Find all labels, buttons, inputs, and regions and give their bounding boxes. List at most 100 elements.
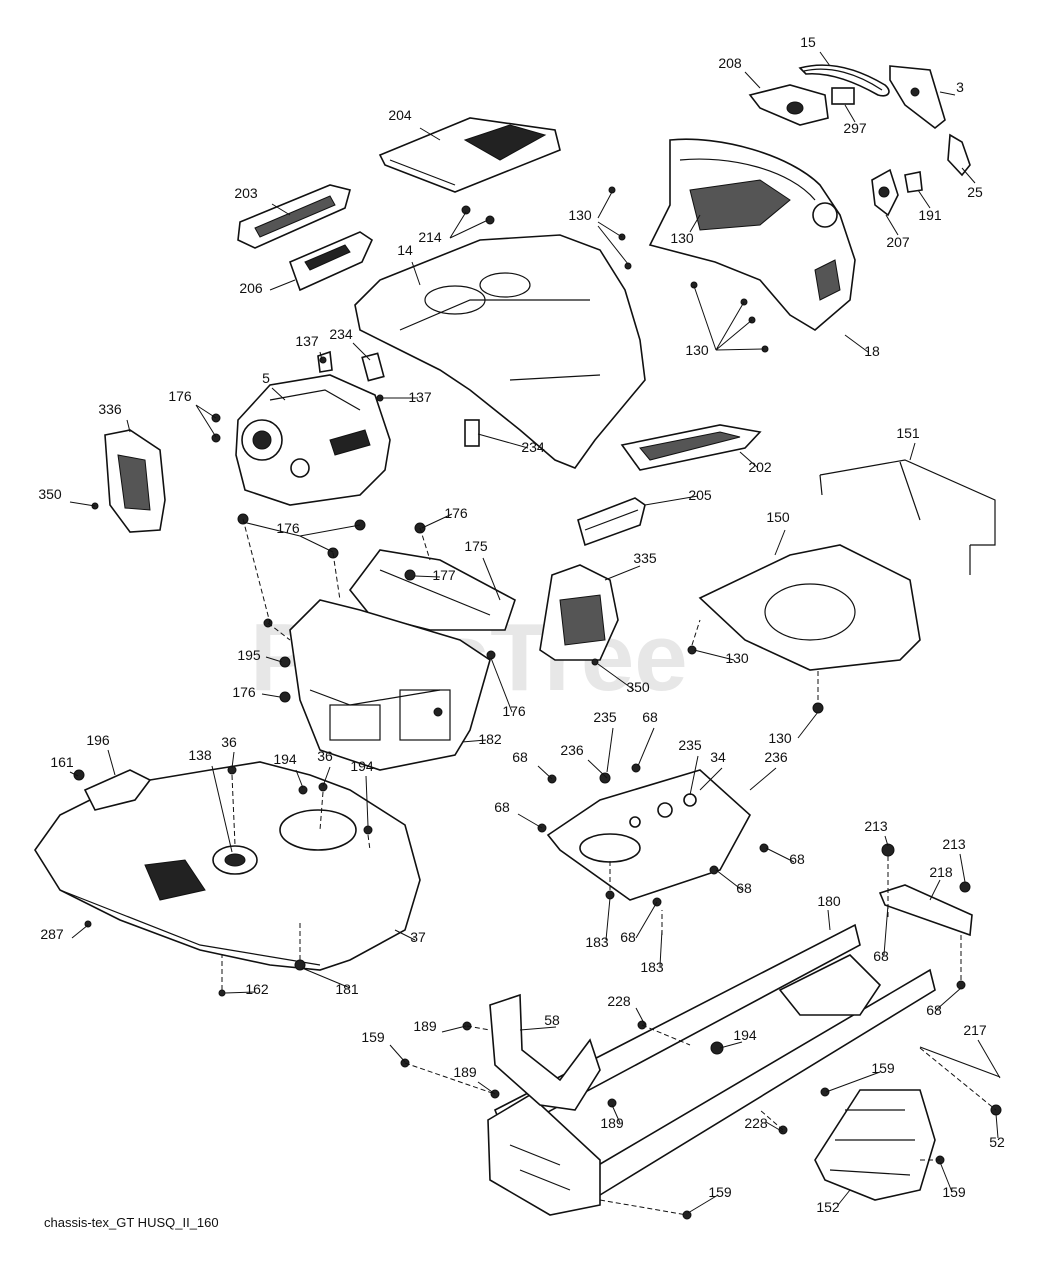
part-204-hood-top <box>378 117 561 193</box>
callout-177: 177 <box>432 567 456 583</box>
callout-180: 180 <box>817 893 841 909</box>
callout-350: 350 <box>626 679 650 695</box>
part-14-hood <box>354 234 646 469</box>
callout-350: 350 <box>38 486 62 502</box>
callout-194: 194 <box>273 751 297 767</box>
callout-3: 3 <box>956 79 964 95</box>
callout-138: 138 <box>188 747 212 763</box>
callout-176: 176 <box>276 520 300 536</box>
callout-236: 236 <box>560 742 584 758</box>
part-195-clip <box>279 656 291 668</box>
callout-182: 182 <box>478 731 502 747</box>
callout-189: 189 <box>600 1115 624 1131</box>
part-217-rod <box>919 1046 1001 1078</box>
callout-150: 150 <box>766 509 790 525</box>
part-58-bracket <box>489 993 601 1111</box>
part-5-dashboard <box>235 374 391 506</box>
callout-189: 189 <box>453 1064 477 1080</box>
callout-68: 68 <box>873 948 889 964</box>
callout-68: 68 <box>642 709 658 725</box>
part-350-screw-b <box>591 658 599 666</box>
diagram-reference-code: chassis-tex_GT HUSQ_II_160 <box>44 1215 219 1230</box>
callout-203: 203 <box>234 185 258 201</box>
callout-58: 58 <box>544 1012 560 1028</box>
alignment-lines <box>221 518 997 1216</box>
callout-234: 234 <box>521 439 545 455</box>
callout-228: 228 <box>607 993 631 1009</box>
part-218-bar <box>878 884 973 937</box>
callout-161: 161 <box>50 754 74 770</box>
callout-152: 152 <box>816 1199 840 1215</box>
callout-194: 194 <box>350 758 374 774</box>
callout-217: 217 <box>963 1022 987 1038</box>
part-182-front-panel <box>289 599 491 771</box>
part-161-bolt <box>73 769 85 781</box>
callout-335: 335 <box>633 550 657 566</box>
leader-lines <box>69 51 1001 1214</box>
callout-214: 214 <box>418 229 442 245</box>
part-152-step <box>814 1089 936 1201</box>
callout-34: 34 <box>710 749 726 765</box>
part-205-trim <box>577 497 646 547</box>
callout-176: 176 <box>502 703 526 719</box>
part-15-seal <box>798 64 890 97</box>
part-37-footrest <box>34 761 421 971</box>
callout-176: 176 <box>444 505 468 521</box>
part-208-bracket <box>748 84 829 126</box>
part-25-clip <box>947 133 971 177</box>
part-151-bracket <box>819 459 996 575</box>
callout-181: 181 <box>335 981 359 997</box>
callout-68: 68 <box>736 880 752 896</box>
callout-130: 130 <box>725 650 749 666</box>
callout-151: 151 <box>896 425 920 441</box>
callout-137: 137 <box>408 389 432 405</box>
callout-175: 175 <box>464 538 488 554</box>
callout-162: 162 <box>245 981 269 997</box>
callout-37: 37 <box>410 929 426 945</box>
callout-195: 195 <box>237 647 261 663</box>
part-176-grommet <box>279 691 291 703</box>
part-18-front-hood <box>648 138 856 331</box>
part-34-mounting-plate <box>546 769 752 901</box>
callout-228: 228 <box>744 1115 768 1131</box>
callout-15: 15 <box>800 34 816 50</box>
callout-196: 196 <box>86 732 110 748</box>
callout-183: 183 <box>640 959 664 975</box>
callout-25: 25 <box>967 184 983 200</box>
callout-159: 159 <box>871 1060 895 1076</box>
callout-206: 206 <box>239 280 263 296</box>
callout-194: 194 <box>733 1027 757 1043</box>
part-214-bolt <box>461 205 495 225</box>
callout-159: 159 <box>361 1029 385 1045</box>
callout-137: 137 <box>295 333 319 349</box>
callout-213: 213 <box>864 818 888 834</box>
callout-159: 159 <box>708 1184 732 1200</box>
part-202-vent <box>620 424 762 471</box>
callout-68: 68 <box>512 749 528 765</box>
callout-202: 202 <box>748 459 772 475</box>
callout-68: 68 <box>620 929 636 945</box>
part-196-cover <box>83 769 152 811</box>
callout-18: 18 <box>864 343 880 359</box>
callout-68: 68 <box>494 799 510 815</box>
callout-218: 218 <box>929 864 953 880</box>
callout-213: 213 <box>942 836 966 852</box>
callout-205: 205 <box>688 487 712 503</box>
part-191-tab <box>904 171 923 193</box>
part-336-side-panel <box>104 429 166 533</box>
part-177-nut <box>404 569 416 581</box>
callout-189: 189 <box>413 1018 437 1034</box>
callout-235: 235 <box>593 709 617 725</box>
part-206-panel <box>288 231 374 292</box>
part-203-grille <box>237 184 351 249</box>
callout-159: 159 <box>942 1184 966 1200</box>
part-234-clip-a <box>361 352 385 382</box>
callout-130: 130 <box>685 342 709 358</box>
callout-204: 204 <box>388 107 412 123</box>
part-3-housing <box>889 65 946 130</box>
callout-176: 176 <box>168 388 192 404</box>
callout-68: 68 <box>926 1002 942 1018</box>
part-234-clip-b <box>464 419 480 447</box>
